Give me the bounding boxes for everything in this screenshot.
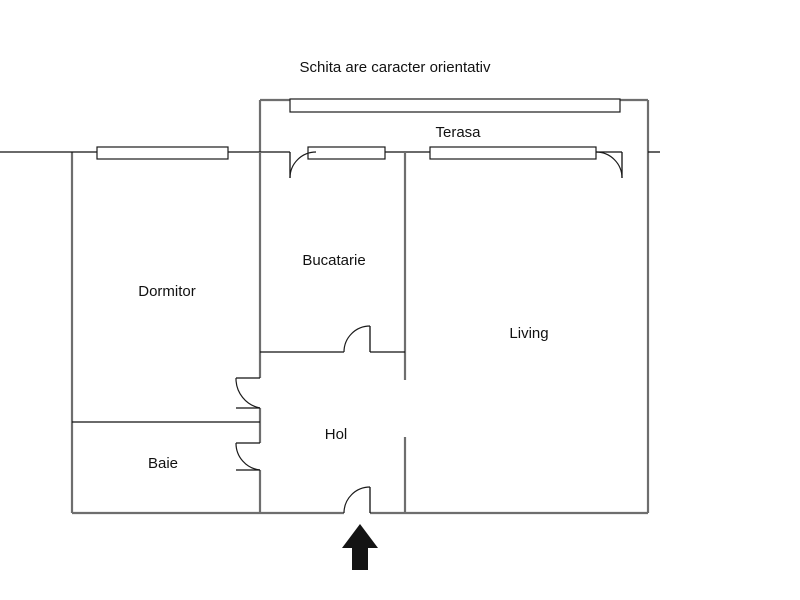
entrance-arrow	[342, 524, 378, 570]
room-label-bucatarie: Bucatarie	[302, 252, 365, 269]
interior-walls	[72, 152, 407, 513]
room-label-living: Living	[509, 325, 548, 342]
living-window	[429, 146, 597, 160]
room-label-dormitor: Dormitor	[138, 283, 196, 300]
dormitor-window	[96, 146, 229, 160]
structural-walls	[0, 98, 660, 515]
bucatarie-hol-door-arc	[343, 325, 371, 353]
bucatarie-terrace-door-arc	[289, 151, 317, 179]
windows-group	[96, 98, 621, 160]
room-label-hol: Hol	[325, 426, 348, 443]
room-labels: Terasa Dormitor Bucatarie Living Hol Bai…	[138, 124, 548, 472]
room-label-baie: Baie	[148, 455, 178, 472]
entrance-arrow-shape	[342, 524, 378, 570]
living-terrace-door-arc	[595, 151, 623, 179]
plan-title: Schita are caracter orientativ	[300, 59, 491, 76]
room-label-terasa: Terasa	[435, 124, 481, 141]
terrace-window	[289, 98, 621, 113]
doors-group	[235, 151, 623, 514]
hol-baie-door-arc	[235, 442, 261, 471]
hol-dormitor-door-arc	[235, 377, 261, 409]
bucatarie-window	[307, 146, 386, 160]
entrance-door-arc	[343, 486, 371, 514]
